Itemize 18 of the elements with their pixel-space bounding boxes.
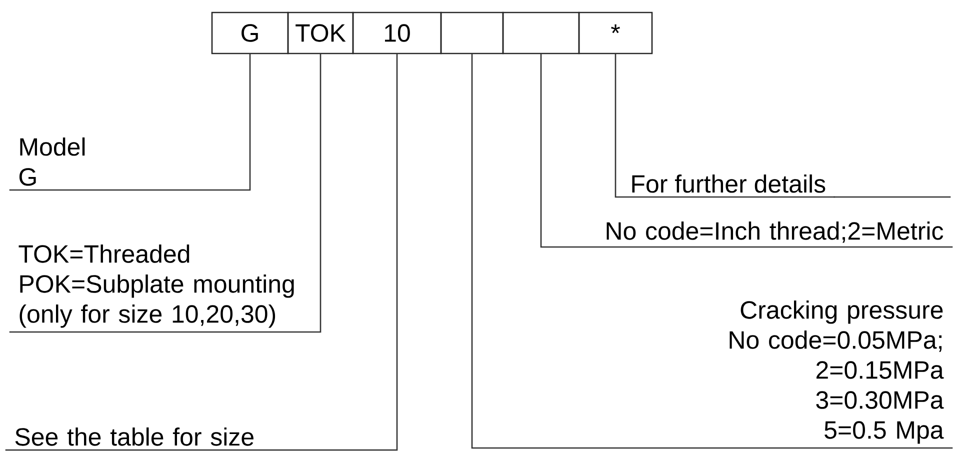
leader-line xyxy=(614,54,835,198)
code-box: * xyxy=(578,12,653,54)
leader-line xyxy=(5,54,398,451)
code-box: 10 xyxy=(352,12,442,54)
leader-line xyxy=(9,54,322,333)
description-text: Model G xyxy=(19,137,85,186)
leader-line xyxy=(9,54,251,191)
leader-line xyxy=(540,54,953,248)
description-text: For further details xyxy=(632,174,826,193)
code-box: TOK xyxy=(287,12,354,54)
description-text: No code=Inch thread;2=Metric xyxy=(606,222,944,243)
description-text: Cracking pressure No code=0.05MPa; 2=0.15MPa 3=0.30MPa 5=0.5 Mpa xyxy=(730,300,944,444)
description-text: TOK=Threaded POK=Subplate mounting (only for size 10,20,30) xyxy=(18,244,294,328)
code-box: G xyxy=(211,12,289,54)
code-box xyxy=(502,12,580,54)
leader-line xyxy=(471,54,953,449)
code-box xyxy=(440,12,504,54)
description-text: See the table for size xyxy=(15,427,254,446)
